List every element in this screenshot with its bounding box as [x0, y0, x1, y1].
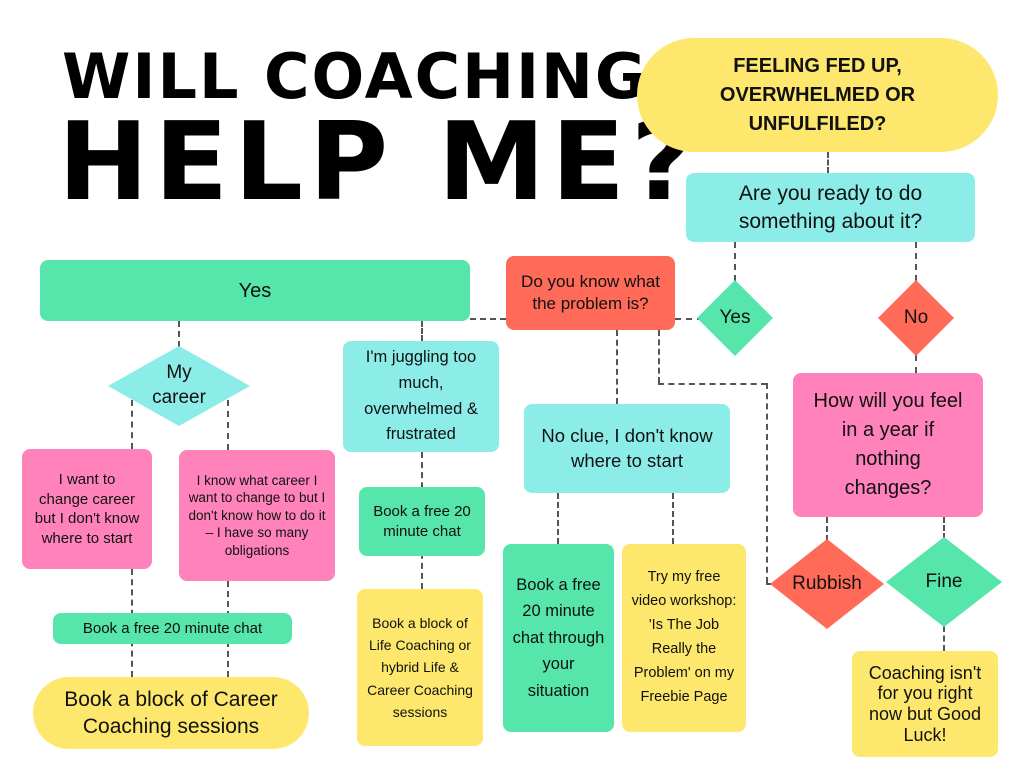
fine-label: Fine	[925, 571, 963, 592]
connector	[827, 152, 829, 173]
connector	[227, 400, 229, 450]
fine-diamond: Fine	[886, 537, 1002, 627]
life-sessions-node: Book a block of Life Coaching or hybrid …	[357, 589, 483, 746]
connector	[470, 318, 506, 320]
career-change-known: I know what career I want to change to b…	[179, 450, 335, 581]
ready-yes-diamond: Yes	[697, 280, 773, 356]
not-for-you-node: Coaching isn't for you right now but Goo…	[852, 651, 998, 757]
workshop-node: Try my free video workshop: 'Is The Job …	[622, 544, 746, 732]
career-change-unsure: I want to change career but I don't know…	[22, 449, 152, 569]
no-clue-node: No clue, I don't know where to start	[524, 404, 730, 493]
ready-no-diamond: No	[878, 280, 954, 356]
connector	[915, 242, 917, 292]
connector	[915, 355, 917, 373]
connector	[766, 383, 768, 583]
juggling-node: I'm juggling too much, overwhelmed & fru…	[343, 341, 499, 452]
title-line-2: HELP ME?	[58, 100, 700, 225]
title-line-1: WILL COACHING	[62, 40, 648, 113]
career-chat-button: Book a free 20 minute chat	[53, 613, 292, 644]
connector	[675, 318, 703, 320]
know-problem-question: Do you know what the problem is?	[506, 256, 675, 330]
juggling-chat-node: Book a free 20 minute chat	[359, 487, 485, 556]
ready-question: Are you ready to do something about it?	[686, 173, 975, 242]
career-sessions-node: Book a block of Career Coaching sessions	[33, 677, 309, 749]
connector	[421, 321, 423, 341]
connector	[672, 493, 674, 544]
start-node: FEELING FED UP, OVERWHELMED OR UNFULFILE…	[637, 38, 998, 152]
ready-no-label: No	[903, 307, 929, 328]
my-career-label: My career	[152, 362, 206, 408]
no-clue-chat-node: Book a free 20 minute chat through your …	[503, 544, 614, 732]
ready-yes-label: Yes	[719, 307, 751, 328]
connector	[557, 493, 559, 544]
connector	[178, 321, 180, 347]
feel-year-question: How will you feel in a year if nothing c…	[793, 373, 983, 517]
connector	[943, 517, 945, 539]
connector	[658, 383, 767, 385]
connector	[616, 330, 618, 404]
connector	[826, 517, 828, 541]
connector	[734, 242, 736, 292]
yes-bar: Yes	[40, 260, 470, 321]
connector	[131, 400, 133, 449]
connector	[658, 330, 660, 383]
connector	[943, 626, 945, 651]
rubbish-diamond: Rubbish	[770, 539, 884, 629]
my-career-diamond: My career	[108, 346, 250, 426]
rubbish-label: Rubbish	[792, 573, 862, 594]
